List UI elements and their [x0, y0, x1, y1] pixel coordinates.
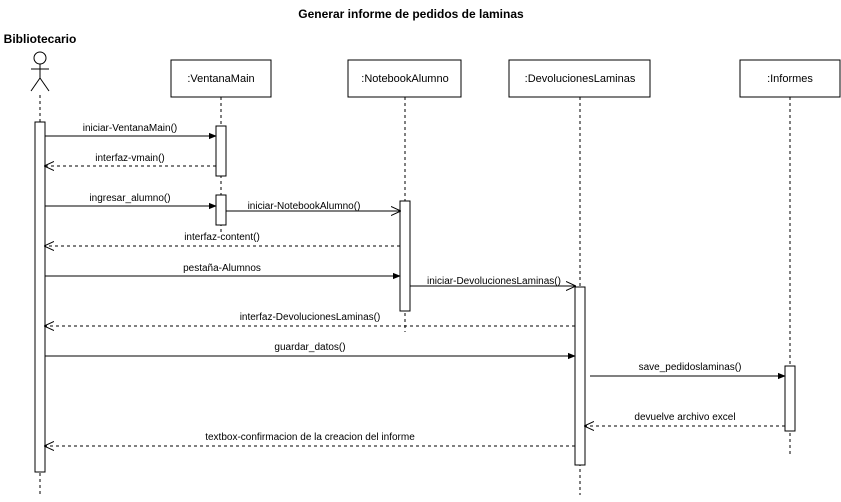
message-label: iniciar-VentanaMain()	[83, 123, 178, 134]
activation-ventana-2	[215, 194, 227, 226]
actor-bibliotecario: Bibliotecario	[4, 32, 77, 92]
participant-notebook: :NotebookAlumno	[347, 59, 462, 98]
message-interfaz-content: interfaz-content()	[45, 232, 400, 246]
message-label: iniciar-NotebookAlumno()	[248, 201, 361, 212]
activations	[34, 121, 796, 473]
message-interfaz-devolucioneslaminas: interfaz-DevolucionesLaminas()	[45, 312, 575, 326]
message-guardar-datos: guardar_datos()	[45, 342, 576, 360]
message-save-pedidoslaminas: save_pedidoslaminas()	[590, 362, 786, 380]
message-label: interfaz-DevolucionesLaminas()	[240, 312, 381, 323]
message-ingresar-alumno: ingresar_alumno()	[45, 193, 217, 210]
message-pestana-alumnos: pestaña-Alumnos	[45, 263, 401, 280]
participant-ventana: :VentanaMain	[170, 59, 272, 98]
message-label: save_pedidoslaminas()	[639, 362, 742, 373]
message-label: textbox-confirmacion de la creacion del …	[205, 432, 415, 443]
actor-name: Bibliotecario	[4, 32, 77, 46]
message-label: ingresar_alumno()	[89, 193, 170, 204]
activation-devoluciones	[574, 286, 586, 466]
message-devuelve-archivo-excel: devuelve archivo excel	[585, 412, 785, 426]
message-iniciar-ventanamain: iniciar-VentanaMain()	[45, 123, 217, 140]
message-iniciar-devolucioneslaminas: iniciar-DevolucionesLaminas()	[410, 276, 575, 287]
message-textbox-confirmacion: textbox-confirmacion de la creacion del …	[45, 432, 575, 446]
participant-label: :VentanaMain	[187, 73, 254, 85]
activation-notebook	[399, 200, 411, 312]
activation-ventana-1	[215, 125, 227, 177]
message-label: guardar_datos()	[274, 342, 345, 353]
message-label: devuelve archivo excel	[634, 412, 735, 423]
participant-label: :Informes	[767, 73, 813, 85]
messages: iniciar-VentanaMain() interfaz-vmain() i…	[45, 123, 786, 446]
diagram-title: Generar informe de pedidos de laminas	[298, 7, 524, 21]
participant-devoluciones: :DevolucionesLaminas	[508, 59, 651, 98]
activation-actor	[34, 121, 46, 473]
message-interfaz-vmain: interfaz-vmain()	[45, 153, 216, 166]
activation-informes	[784, 365, 796, 432]
message-iniciar-notebookalumno: iniciar-NotebookAlumno()	[226, 201, 400, 212]
stick-figure-icon	[30, 51, 50, 92]
participant-label: :NotebookAlumno	[361, 73, 448, 85]
participant-informes: :Informes	[739, 59, 841, 98]
participant-label: :DevolucionesLaminas	[525, 73, 636, 85]
message-label: iniciar-DevolucionesLaminas()	[427, 276, 561, 287]
message-label: interfaz-content()	[184, 232, 260, 243]
message-label: pestaña-Alumnos	[183, 263, 261, 274]
message-label: interfaz-vmain()	[95, 153, 164, 164]
